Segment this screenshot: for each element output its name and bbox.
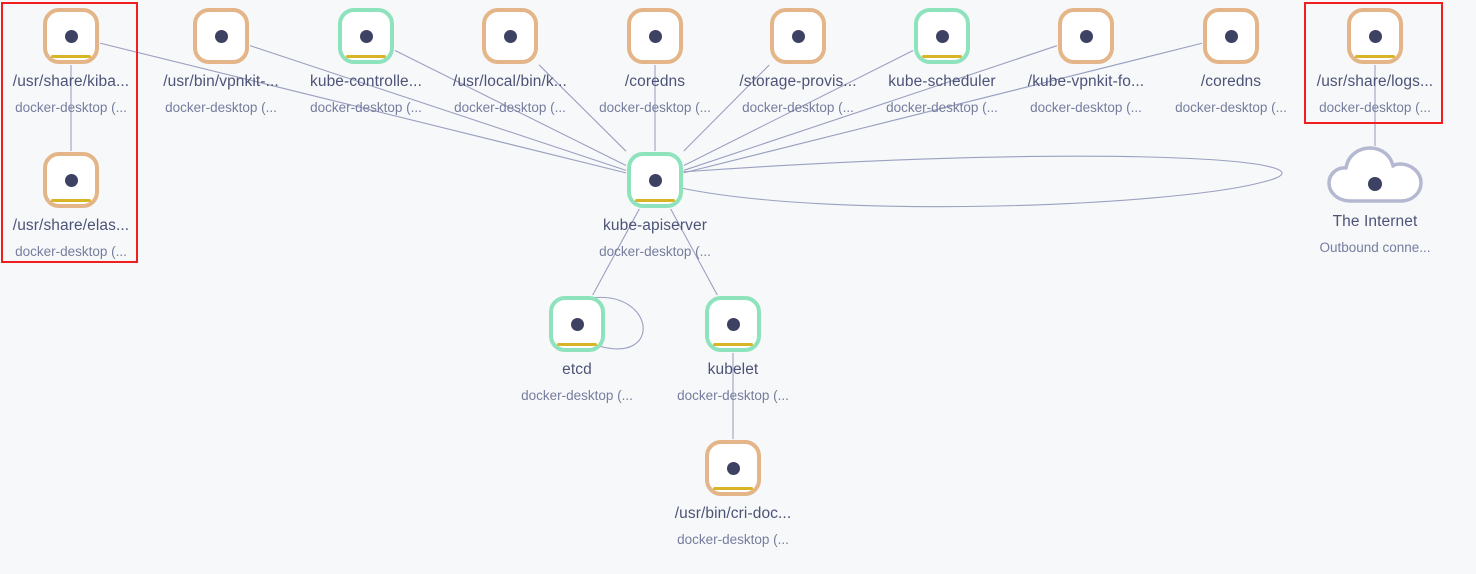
status-bar <box>51 55 91 58</box>
node-glyph-kube-apiserver[interactable] <box>627 152 683 208</box>
status-bar <box>713 343 753 346</box>
process-dot-icon <box>648 29 662 43</box>
node-glyph-logstash[interactable] <box>1347 8 1403 64</box>
node-coredns-1[interactable]: /coredns docker-desktop (... <box>555 8 755 115</box>
status-bar <box>51 199 91 202</box>
process-dot-icon <box>64 173 78 187</box>
status-bar <box>557 343 597 346</box>
edge-self-loop-kube-apiserver <box>680 155 1283 208</box>
node-sublabel: docker-desktop (... <box>599 244 711 259</box>
process-dot-icon <box>1079 29 1093 43</box>
process-dot-icon <box>791 29 805 43</box>
status-bar <box>346 55 386 58</box>
node-sublabel: docker-desktop (... <box>599 100 711 115</box>
node-glyph-kubectl[interactable] <box>482 8 538 64</box>
node-glyph-vpnkit[interactable] <box>193 8 249 64</box>
process-dot-icon <box>726 317 740 331</box>
node-kubelet[interactable]: kubelet docker-desktop (... <box>633 296 833 403</box>
process-dot-icon <box>503 29 517 43</box>
node-sublabel: docker-desktop (... <box>886 100 998 115</box>
node-sublabel: docker-desktop (... <box>521 388 633 403</box>
process-dot-icon <box>935 29 949 43</box>
node-glyph-elasticsearch[interactable] <box>43 152 99 208</box>
node-sublabel: docker-desktop (... <box>677 532 789 547</box>
node-kibana[interactable]: /usr/share/kiba... docker-desktop (... <box>0 8 171 115</box>
process-dot-icon <box>648 173 662 187</box>
status-bar <box>635 199 675 202</box>
node-etcd[interactable]: etcd docker-desktop (... <box>477 296 677 403</box>
status-bar <box>1355 55 1395 58</box>
node-glyph-coredns-2[interactable] <box>1203 8 1259 64</box>
process-dot-icon <box>726 461 740 475</box>
process-dot-icon <box>214 29 228 43</box>
node-label: /usr/share/kiba... <box>12 73 130 90</box>
node-glyph-etcd[interactable] <box>549 296 605 352</box>
node-elasticsearch[interactable]: /usr/share/elas... docker-desktop (... <box>0 152 171 259</box>
node-label: /coredns <box>624 73 686 90</box>
node-label: /coredns <box>1200 73 1262 90</box>
status-bar <box>922 55 962 58</box>
node-glyph-coredns-1[interactable] <box>627 8 683 64</box>
node-vpnkit[interactable]: /usr/bin/vpnkit-... docker-desktop (... <box>121 8 321 115</box>
node-glyph-kibana[interactable] <box>43 8 99 64</box>
cloud-icon[interactable] <box>1325 146 1425 204</box>
node-label: kube-scheduler <box>888 73 996 90</box>
node-kube-vpnkit[interactable]: /kube-vpnkit-fo... docker-desktop (... <box>986 8 1186 115</box>
node-label: /usr/local/bin/k... <box>453 73 567 90</box>
process-dot-icon <box>570 317 584 331</box>
node-coredns-2[interactable]: /coredns docker-desktop (... <box>1131 8 1331 115</box>
node-sublabel: Outbound conne... <box>1319 240 1431 255</box>
node-storage-prov[interactable]: /storage-provis... docker-desktop (... <box>698 8 898 115</box>
node-label: kubelet <box>707 361 759 378</box>
node-label: kube-apiserver <box>603 217 707 234</box>
node-label: kube-controlle... <box>310 73 422 90</box>
node-sublabel: docker-desktop (... <box>165 100 277 115</box>
process-dot-icon <box>359 29 373 43</box>
node-sublabel: docker-desktop (... <box>15 244 127 259</box>
node-sublabel: docker-desktop (... <box>310 100 422 115</box>
node-label: /usr/share/logs... <box>1316 73 1434 90</box>
node-glyph-kube-scheduler[interactable] <box>914 8 970 64</box>
node-kubectl[interactable]: /usr/local/bin/k... docker-desktop (... <box>410 8 610 115</box>
node-kube-scheduler[interactable]: kube-scheduler docker-desktop (... <box>842 8 1042 115</box>
process-dot-icon <box>1224 29 1238 43</box>
node-sublabel: docker-desktop (... <box>1030 100 1142 115</box>
node-sublabel: docker-desktop (... <box>454 100 566 115</box>
node-label: /storage-provis... <box>739 73 857 90</box>
node-label: /usr/bin/vpnkit-... <box>163 73 279 90</box>
status-bar <box>713 487 753 490</box>
node-sublabel: docker-desktop (... <box>677 388 789 403</box>
node-sublabel: docker-desktop (... <box>742 100 854 115</box>
process-dot-icon <box>64 29 78 43</box>
node-label: /kube-vpnkit-fo... <box>1027 73 1145 90</box>
node-label: /usr/share/elas... <box>12 217 130 234</box>
node-sublabel: docker-desktop (... <box>15 100 127 115</box>
node-glyph-kube-vpnkit[interactable] <box>1058 8 1114 64</box>
node-label: etcd <box>562 361 592 378</box>
node-sublabel: docker-desktop (... <box>1319 100 1431 115</box>
node-glyph-kube-controller[interactable] <box>338 8 394 64</box>
node-label: The Internet <box>1332 213 1418 230</box>
node-cri-dockerd[interactable]: /usr/bin/cri-doc... docker-desktop (... <box>633 440 833 547</box>
node-kube-controller[interactable]: kube-controlle... docker-desktop (... <box>266 8 466 115</box>
node-kube-apiserver[interactable]: kube-apiserver docker-desktop (... <box>555 152 755 259</box>
node-label: /usr/bin/cri-doc... <box>674 505 792 522</box>
node-glyph-storage-prov[interactable] <box>770 8 826 64</box>
node-sublabel: docker-desktop (... <box>1175 100 1287 115</box>
node-glyph-cri-dockerd[interactable] <box>705 440 761 496</box>
process-dot-icon <box>1368 29 1382 43</box>
node-glyph-kubelet[interactable] <box>705 296 761 352</box>
node-logstash[interactable]: /usr/share/logs... docker-desktop (... <box>1275 8 1475 115</box>
